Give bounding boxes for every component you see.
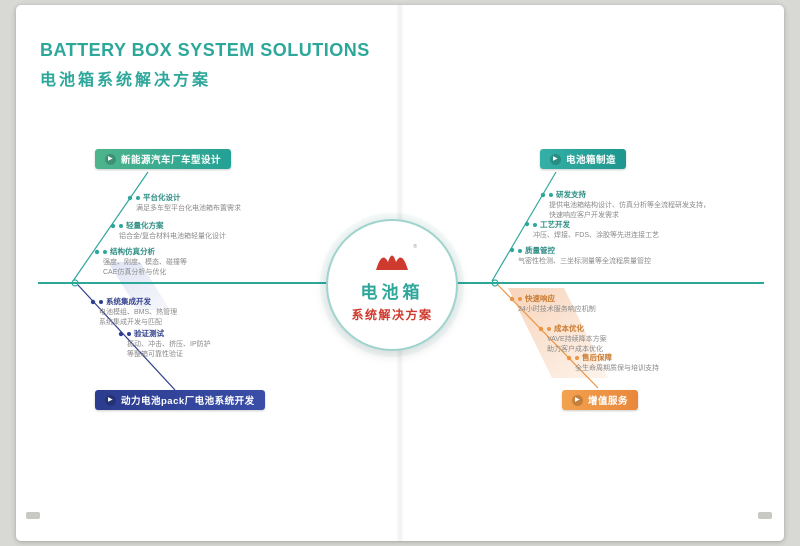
annotation-text: 电池模组、BMS、热管理 (99, 308, 178, 316)
annotation-item: 系统集成开发 电池模组、BMS、热管理 系统集成开发与匹配 (99, 297, 259, 329)
annotation-text: 等整箱可靠性验证 (127, 351, 183, 358)
branch-label-bottom-left: ▶ 动力电池pack厂电池系统开发 (95, 390, 265, 410)
branch-label-top-left: ▶ 新能源汽车厂车型设计 (95, 149, 232, 169)
annotation-title: 快速响应 (518, 294, 678, 305)
annotation-item: 轻量化方案 铝合金/复合材料电池箱轻量化设计 (119, 221, 279, 242)
annotation-title: 系统集成开发 (99, 297, 259, 308)
bullet-icon (533, 223, 537, 228)
bullet-icon (575, 356, 579, 361)
bullet-icon (127, 332, 131, 337)
page-corner-mark-right (758, 512, 772, 519)
play-icon: ▶ (572, 394, 583, 406)
annotation-text: 振动、冲击、挤压、IP防护 (127, 340, 211, 348)
branch-label-top-right: ▶ 电池箱制造 (540, 149, 627, 169)
annotation-title: 轻量化方案 (119, 221, 279, 232)
annotation-text: 24小时技术服务响应机制 (518, 305, 596, 313)
annotation-title: 成本优化 (547, 324, 707, 335)
center-badge: ® 电池箱 系统解决方案 (326, 219, 458, 351)
play-icon: ▶ (550, 153, 561, 165)
bullet-icon (518, 297, 522, 302)
bullet-icon (518, 249, 522, 254)
branch-label-bottom-right: ▶ 增值服务 (562, 390, 639, 410)
branch-label-text: 电池箱制造 (566, 155, 617, 166)
annotation-item: 平台化设计 满足多车型平台化电池箱布置需求 (136, 193, 296, 214)
annotation-title: 研发支持 (549, 190, 759, 201)
branch-label-text: 动力电池pack厂电池系统开发 (121, 396, 255, 407)
bullet-icon (103, 250, 107, 255)
annotation-item: 快速响应 24小时技术服务响应机制 (518, 294, 678, 315)
center-title: 电池箱 (360, 283, 424, 302)
annotation-title: 工艺开发 (533, 220, 743, 231)
page-title-zh: 电池箱系统解决方案 (40, 72, 212, 89)
annotation-text: 气密性检测、三坐标测量等全流程质量管控 (518, 257, 651, 265)
annotation-item: 验证测试 振动、冲击、挤压、IP防护 等整箱可靠性验证 (127, 329, 287, 361)
annotation-text: CAE仿真分析与优化 (103, 269, 167, 276)
annotation-item: 质量管控 气密性检测、三坐标测量等全流程质量管控 (518, 246, 728, 267)
bullet-icon (119, 224, 123, 229)
play-icon: ▶ (105, 153, 116, 165)
branch-label-text: 新能源汽车厂车型设计 (121, 155, 222, 166)
registered-mark: ® (413, 244, 417, 250)
annotation-title: 售后保障 (575, 353, 735, 364)
page-title-en: BATTERY BOX SYSTEM SOLUTIONS (40, 40, 370, 60)
brand-logo-icon: ® (372, 244, 417, 273)
annotation-text: 强度、刚度、模态、碰撞等 (103, 258, 187, 266)
annotation-item: 成本优化 VAVE持续降本方案 助力客户成本优化 (547, 324, 707, 356)
bullet-icon (136, 196, 140, 201)
annotation-item: 售后保障 全生命周期质保与培训支持 (575, 353, 735, 374)
annotation-text: 铝合金/复合材料电池箱轻量化设计 (119, 232, 226, 240)
bullet-icon (549, 193, 553, 198)
page-title-block: BATTERY BOX SYSTEM SOLUTIONS 电池箱系统解决方案 (40, 40, 370, 90)
play-icon: ▶ (105, 394, 116, 406)
annotation-item: 研发支持 提供电池箱结构设计、仿真分析等全流程研发支持， 快速响应客户开发需求 (549, 190, 759, 222)
annotation-text: 系统集成开发与匹配 (99, 319, 162, 326)
bullet-icon (547, 327, 551, 332)
annotation-title: 结构仿真分析 (103, 247, 263, 258)
annotation-title: 质量管控 (518, 246, 728, 257)
branch-label-text: 增值服务 (588, 396, 629, 407)
center-subtitle: 系统解决方案 (351, 308, 433, 322)
annotation-item: 工艺开发 冲压、焊接、FDS、涂胶等先进连接工艺 (533, 220, 743, 241)
annotation-text: VAVE持续降本方案 (547, 335, 607, 343)
annotation-title: 平台化设计 (136, 193, 296, 204)
annotation-text: 冲压、焊接、FDS、涂胶等先进连接工艺 (533, 231, 659, 239)
annotation-item: 结构仿真分析 强度、刚度、模态、碰撞等 CAE仿真分析与优化 (103, 247, 263, 279)
annotation-text: 提供电池箱结构设计、仿真分析等全流程研发支持， (549, 201, 710, 209)
annotation-title: 验证测试 (127, 329, 287, 340)
annotation-text: 满足多车型平台化电池箱布置需求 (136, 204, 241, 212)
bullet-icon (99, 300, 103, 305)
page-corner-mark-left (26, 512, 40, 519)
annotation-text: 全生命周期质保与培训支持 (575, 364, 659, 372)
annotation-text: 快速响应客户开发需求 (549, 212, 619, 219)
